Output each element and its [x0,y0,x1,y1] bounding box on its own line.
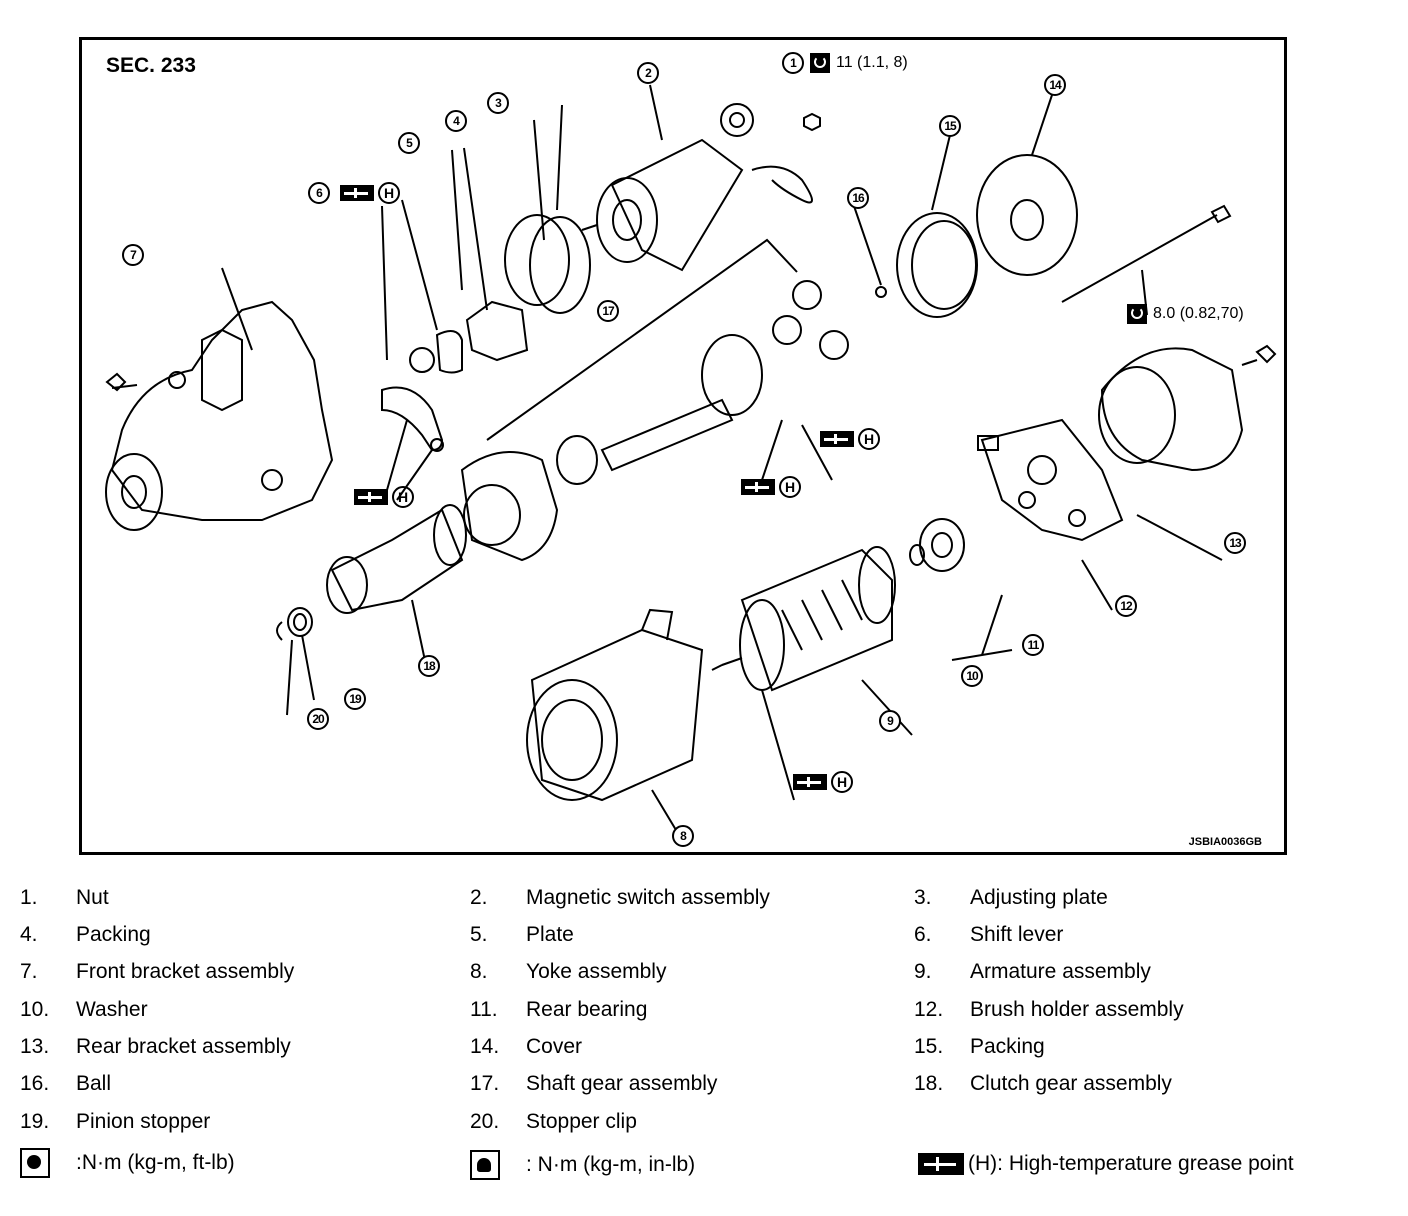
nut-torque-value: 11 (1.1, 8) [836,54,908,71]
adjusting-plate-drawing [504,214,591,314]
grease-icon [354,489,388,505]
grease-icon [820,431,854,447]
torque-wrench-icon [1127,304,1147,324]
h-mark: H [831,771,853,793]
callout-14: 14 [1044,74,1066,96]
plate-drawing [435,330,463,374]
grease-icon [793,774,827,790]
grease-point-armature: H [793,771,853,793]
callout-3: 3 [487,92,509,114]
callout-13: 13 [1224,532,1246,554]
nut-torque-spec: 1 11 (1.1, 8) [782,52,908,74]
nut-drawing [803,112,821,132]
grease-point-gears: H [820,428,880,450]
bolt-torque-spec: 8.0 (0.82,70) [1127,304,1244,324]
front-bracket-drawing [105,300,334,531]
shift-lever-drawing [381,347,444,452]
callout-16: 16 [847,187,869,209]
pinion-stopper-drawing [276,607,313,641]
grease-point-shaft: H [741,476,801,498]
callout-8: 8 [672,825,694,847]
torque-wrench-icon [20,1148,50,1178]
h-mark: H [858,428,880,450]
callout-6: 6 [308,182,330,204]
callout-11: 11 [1022,634,1044,656]
magnetic-switch-drawing [581,103,813,272]
packing-drawing [465,300,529,362]
shaft-gear-drawing [486,238,849,485]
figure-code: JSBIA0036GB [1188,836,1262,848]
cover-drawing [976,154,1078,276]
section-title: SEC. 233 [106,54,196,77]
callout-17: 17 [597,300,619,322]
yoke-drawing [526,608,704,802]
armature-drawing [711,546,896,692]
grease-icon [340,185,374,201]
grease-point-lever-pivot: H [354,486,414,508]
through-bolt-drawing [1061,204,1232,303]
callout-12: 12 [1115,595,1137,617]
callout-15: 15 [939,115,961,137]
torque-wrench-icon [810,53,830,73]
callout-9: 9 [879,710,901,732]
front-cover-drawing [460,451,559,562]
h-mark: H [392,486,414,508]
callout-7: 7 [122,244,144,266]
grease-icon [918,1153,964,1175]
rear-bracket-drawing [1098,344,1277,472]
h-mark: H [779,476,801,498]
callout-10: 10 [961,665,983,687]
callout-18: 18 [418,655,440,677]
ball-drawing [875,286,887,298]
callout-2: 2 [637,62,659,84]
grease-point-shift-lever: H [340,182,400,204]
bolt-torque-value: 8.0 (0.82,70) [1153,305,1244,322]
bearing-drawing [909,518,965,572]
exploded-view-drawing [105,84,1277,841]
h-mark: H [378,182,400,204]
torque-wrench-icon [470,1150,500,1180]
callout-4: 4 [445,110,467,132]
diagram-frame: SEC. 233 JSBIA0036GB 1 11 (1.1, 8) 8.0 (… [79,37,1287,855]
symbol-torque-inlb: : N·m (kg-m, in-lb) [470,1150,695,1180]
packing-ring-drawing [896,212,978,318]
brush-holder-drawing [977,418,1124,542]
clutch-gear-drawing [326,504,467,614]
callout-20: 20 [307,708,329,730]
grease-icon [741,479,775,495]
symbol-grease-point: (H): High-temperature grease point [918,1152,1294,1176]
callout-5: 5 [398,132,420,154]
callout-1: 1 [782,52,804,74]
callout-19: 19 [344,688,366,710]
symbol-torque-ftlb: :N·m (kg-m, ft-lb) [20,1148,235,1178]
